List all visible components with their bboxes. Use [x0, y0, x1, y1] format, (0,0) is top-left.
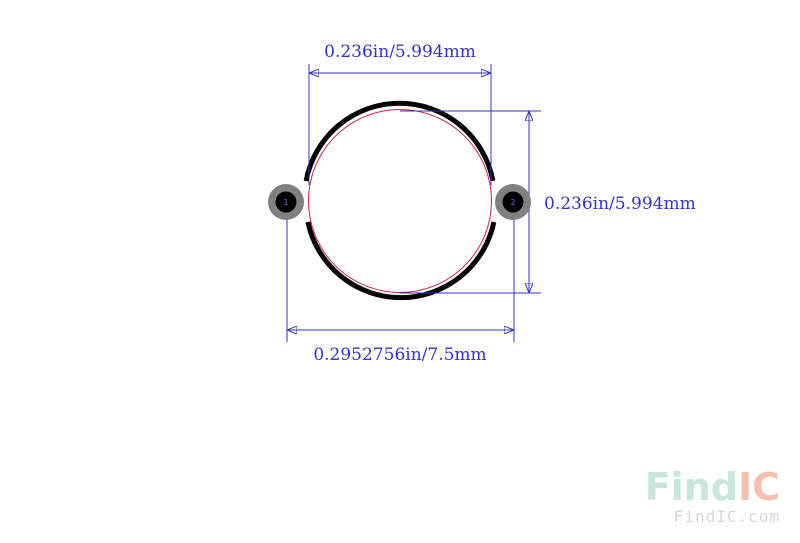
body-outline-upper-arc — [303, 100, 496, 182]
top-dimension: 0.236in/5.994mm — [308, 42, 492, 185]
watermark-find: Find — [645, 465, 738, 509]
right-dimension-label: 0.236in/5.994mm — [544, 194, 696, 214]
findic-watermark-logo: FindIC FindIC.com — [645, 465, 780, 526]
pad-1-label: 1 — [283, 198, 288, 207]
courtyard-circle — [308, 109, 492, 293]
bottom-dimension-label: 0.2952756in/7.5mm — [313, 345, 486, 365]
pad-2-label: 2 — [510, 198, 515, 207]
svg-text:FindIC: FindIC — [645, 465, 780, 509]
top-dimension-label: 0.236in/5.994mm — [324, 42, 476, 62]
body-outline-lower-arc — [305, 221, 497, 301]
watermark-url: FindIC.com — [674, 507, 780, 526]
pad-1: 1 — [268, 184, 304, 220]
pad-2: 2 — [495, 184, 531, 220]
right-dimension: 0.236in/5.994mm — [400, 110, 696, 294]
watermark-ic: IC — [738, 465, 780, 509]
bottom-dimension: 0.2952756in/7.5mm — [286, 205, 515, 365]
